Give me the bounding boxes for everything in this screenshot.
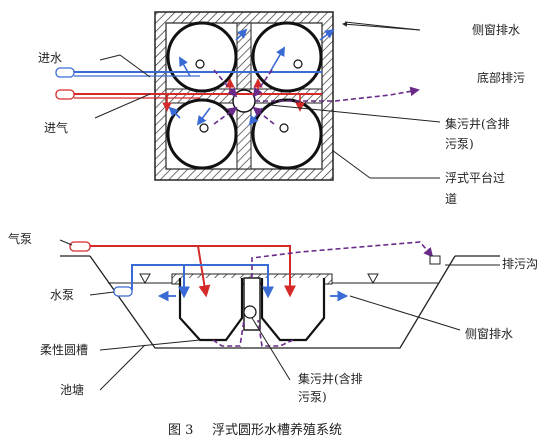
label-pond: 池塘 — [60, 382, 84, 397]
water-flow-6 — [319, 28, 335, 41]
tank-section-right — [260, 278, 326, 342]
tank-bottom-left — [166, 98, 238, 170]
water-flow-1 — [179, 56, 191, 77]
side-drain-pointer — [342, 21, 421, 31]
tank-top-right — [251, 21, 323, 93]
label-sump-top-2: 污泵) — [445, 137, 474, 151]
sump-pump — [243, 305, 257, 319]
label-side-drain-bottom: 侧窗排水 — [465, 327, 513, 341]
label-side-drain-top: 侧窗排水 — [472, 23, 520, 37]
water-flow-5 — [235, 28, 248, 41]
label-water-inlet: 进水 — [38, 51, 62, 65]
top-view — [55, 11, 441, 181]
water-flow-2 — [269, 46, 285, 73]
water-flow-7 — [168, 106, 181, 119]
label-platform-2: 道 — [445, 192, 457, 206]
air-supply-line — [90, 245, 296, 298]
air-supply-branch — [197, 245, 211, 298]
tank-bottom-right — [251, 98, 323, 170]
air-pump — [69, 241, 91, 252]
label-platform-1: 浮式平台过 — [445, 170, 505, 185]
label-air-inlet: 进气 — [44, 120, 68, 135]
waste-lines-section — [212, 241, 434, 347]
label-sewage-ditch: 排污沟 — [502, 257, 538, 271]
label-flexible-tank: 柔性圆槽 — [40, 343, 88, 357]
sewage-ditch — [429, 255, 441, 265]
water-supply-line — [131, 264, 274, 299]
water-pump — [113, 286, 133, 297]
label-sump-bottom-1: 集污井(含排 — [298, 371, 363, 386]
air-inlet-pipe — [55, 89, 75, 100]
pond-outline — [89, 255, 456, 349]
figure-number: 图 3 — [168, 423, 193, 438]
label-bottom-drain: 底部排污 — [477, 70, 525, 85]
water-level-mark-1 — [139, 273, 151, 285]
tank-top-left — [166, 21, 238, 93]
label-sump-bottom-2: 污泵) — [298, 390, 327, 404]
label-air-pump: 气泵 — [8, 231, 32, 246]
water-level-mark-2 — [367, 273, 379, 285]
label-water-pump: 水泵 — [50, 288, 74, 302]
leader-lines-section — [59, 239, 500, 391]
water-inlet-pipe — [55, 67, 75, 78]
figure-title: 浮式圆形水槽养殖系统 — [212, 422, 342, 438]
section-view — [59, 239, 500, 391]
water-flow-3 — [196, 107, 211, 126]
tank-section-left — [178, 278, 244, 342]
label-sump-top-1: 集污井(含排 — [445, 116, 510, 131]
waste-lines-top — [213, 69, 420, 125]
